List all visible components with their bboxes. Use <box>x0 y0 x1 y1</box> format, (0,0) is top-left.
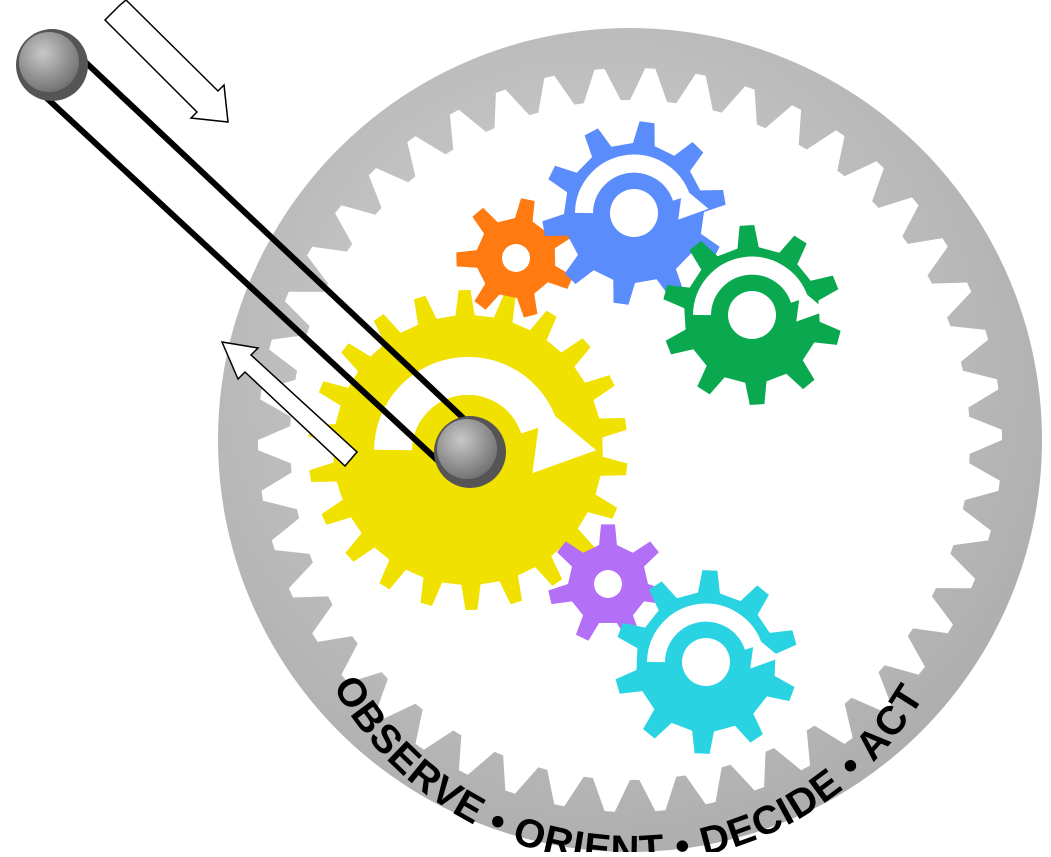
purple-gear-hub-hole <box>594 570 622 598</box>
blue-gear-arrowhead <box>678 187 709 220</box>
green-gear-hub-hole <box>728 291 776 339</box>
orange-gear <box>456 198 574 318</box>
belt-lower <box>35 87 451 473</box>
cyan-gear-hub-hole <box>682 638 730 686</box>
green-gear <box>663 225 841 405</box>
yellow-gear-arrowhead <box>532 404 597 474</box>
pulley-center <box>434 416 506 488</box>
blue-gear <box>542 121 726 305</box>
green-gear-arrowhead <box>796 289 827 322</box>
pulley-top <box>16 29 88 101</box>
cyan-gear <box>615 570 797 754</box>
cyan-gear-rotation-arrow <box>647 603 763 663</box>
green-gear-rotation-arrow <box>693 256 809 316</box>
purple-gear <box>548 524 668 641</box>
yellow-gear-rotation-arrow <box>374 356 558 451</box>
gears-group <box>308 121 841 754</box>
belt <box>35 37 481 473</box>
inner-ring-gear <box>258 68 1002 812</box>
cyan-gear-arrowhead <box>750 636 781 669</box>
belt-arrow-up <box>220 341 359 468</box>
blue-gear-hub-hole <box>610 189 658 237</box>
belt-upper <box>59 37 481 435</box>
belt-arrow-down <box>103 0 229 123</box>
orange-gear-hub-hole <box>502 244 530 272</box>
blue-gear-rotation-arrow <box>575 154 691 214</box>
